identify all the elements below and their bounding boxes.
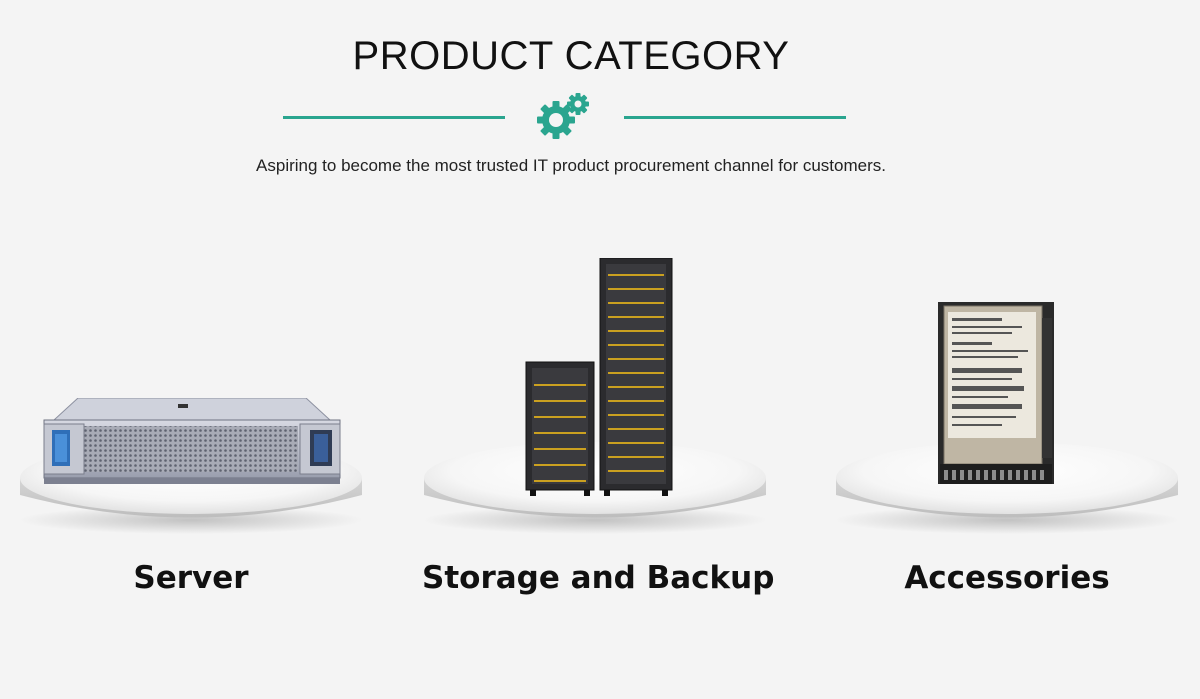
category-label: Storage and Backup: [422, 560, 775, 596]
category-server[interactable]: Server: [18, 398, 364, 596]
category-storage-and-backup[interactable]: Storage and Backup: [422, 258, 774, 596]
page-subtitle: Aspiring to become the most trusted IT p…: [256, 156, 886, 175]
rack-server-image: [43, 398, 341, 484]
hard-drive-image: [938, 302, 1054, 484]
category-label: Server: [133, 560, 249, 596]
gear-icon: [537, 93, 589, 139]
pedestal: [835, 442, 1179, 534]
divider-line-left: [283, 116, 505, 119]
pedestal: [423, 442, 767, 534]
page-title: PRODUCT CATEGORY: [352, 34, 790, 78]
divider-line-right: [624, 116, 846, 119]
storage-rack-image: [525, 258, 673, 496]
category-label: Accessories: [904, 560, 1110, 596]
category-accessories[interactable]: Accessories: [834, 302, 1180, 596]
